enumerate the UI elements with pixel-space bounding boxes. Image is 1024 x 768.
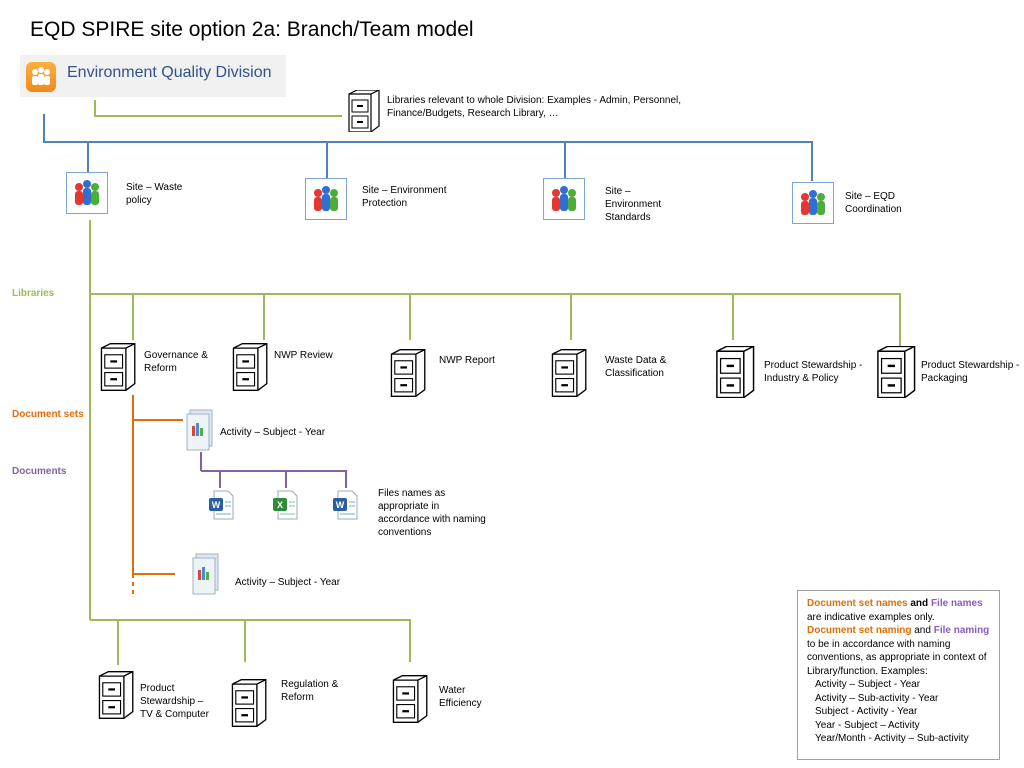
library-nwp-report-label[interactable]: NWP Report (439, 355, 495, 366)
svg-text:W: W (212, 500, 221, 510)
site-environment-standards-label[interactable]: Site – Environment Standards (605, 186, 662, 223)
filing-cabinet-icon[interactable] (229, 342, 269, 397)
site-eqd-coordination-label[interactable]: Site – EQD Coordination (845, 191, 902, 215)
note-docset-naming: Document set naming (807, 625, 912, 636)
library-water-efficiency-label[interactable]: Water Efficiency (439, 685, 482, 709)
note-example: Subject - Activity - Year (815, 706, 918, 717)
note-and: and (911, 625, 934, 636)
svg-text:W: W (336, 500, 345, 510)
note-example: Year - Subject – Activity (815, 719, 920, 731)
library-regulation-reform-label[interactable]: Regulation & Reform (281, 679, 339, 703)
division-name: Environment Quality Division (67, 64, 272, 81)
team-site-icon[interactable] (305, 178, 347, 220)
files-note-label: Files names as appropriate in accordance… (378, 488, 486, 538)
note-text: to be in accordance with naming conventi… (807, 638, 987, 677)
library-product-stewardship-packaging-label[interactable]: Product Stewardship - Packaging (921, 360, 1020, 384)
documents-side-label: Documents (12, 466, 67, 477)
document-sets-side-label: Document sets (12, 409, 84, 420)
team-site-icon[interactable] (792, 182, 834, 224)
filing-cabinet-icon[interactable] (873, 345, 917, 403)
word-document-icon[interactable]: W (208, 490, 234, 525)
document-set-icon[interactable] (190, 552, 224, 601)
library-product-stewardship-tv-label[interactable]: Product Stewardship – TV & Computer (140, 683, 209, 720)
libraries-side-label: Libraries (12, 288, 55, 299)
filing-cabinet-icon[interactable] (95, 670, 135, 725)
filing-cabinet-icon[interactable] (97, 342, 137, 397)
naming-conventions-note: Document set names and File names are in… (797, 590, 1000, 760)
note-examples: Activity – Subject - Year Activity – Sub… (807, 678, 999, 746)
excel-document-icon[interactable]: X (272, 490, 298, 525)
note-paragraph-1: Document set names and File names are in… (807, 597, 999, 624)
note-example: Activity – Subject - Year (815, 679, 921, 690)
filing-cabinet-icon[interactable] (712, 345, 756, 403)
document-set-label[interactable]: Activity – Subject - Year (235, 577, 341, 588)
note-example: Activity – Sub-activity - Year (815, 692, 939, 704)
team-site-icon[interactable] (66, 172, 108, 214)
library-waste-data-label[interactable]: Waste Data & Classification (605, 355, 667, 379)
note-text: are indicative examples only. (807, 611, 935, 623)
word-document-icon[interactable]: W (332, 490, 358, 525)
site-waste-policy-label[interactable]: Site – Waste policy (126, 182, 183, 206)
document-set-icon[interactable] (184, 408, 218, 457)
people-icon (26, 62, 56, 92)
svg-text:X: X (277, 500, 283, 510)
filing-cabinet-icon (345, 89, 381, 137)
library-product-stewardship-industry-label[interactable]: Product Stewardship - Industry & Policy (764, 360, 863, 384)
note-example: Year/Month - Activity – Sub-activity (815, 733, 969, 744)
library-nwp-review-label[interactable]: NWP Review (274, 350, 333, 361)
page-title: EQD SPIRE site option 2a: Branch/Team mo… (30, 18, 474, 41)
filing-cabinet-icon[interactable] (387, 348, 427, 403)
note-docset-names: Document set names (807, 598, 908, 609)
filing-cabinet-icon[interactable] (389, 674, 429, 729)
document-set-label[interactable]: Activity – Subject - Year (220, 427, 326, 438)
note-and: and (907, 598, 931, 609)
team-site-icon[interactable] (543, 178, 585, 220)
division-libraries-label: Libraries relevant to whole Division: Ex… (387, 95, 682, 119)
division-logo-banner (20, 55, 286, 97)
site-environment-protection-label[interactable]: Site – Environment Protection (362, 185, 447, 209)
note-file-names: File names (930, 598, 983, 609)
filing-cabinet-icon[interactable] (548, 348, 588, 403)
note-paragraph-2: Document set naming and File naming to b… (807, 624, 999, 678)
filing-cabinet-icon[interactable] (228, 678, 268, 733)
library-governance-reform-label[interactable]: Governance & Reform (144, 350, 208, 374)
note-file-naming: File naming (933, 625, 990, 636)
